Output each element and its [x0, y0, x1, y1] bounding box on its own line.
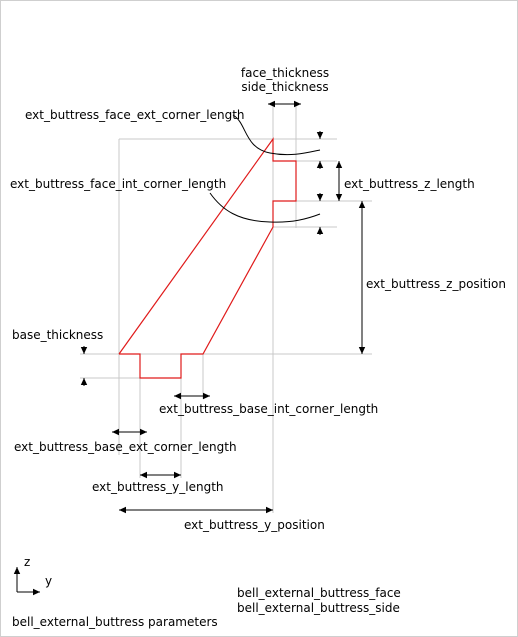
part-side-label: bell_external_buttress_side	[237, 601, 400, 615]
part-face-label: bell_external_buttress_face	[237, 586, 401, 600]
base-ext-corner-length-label: ext_buttress_base_ext_corner_length	[14, 440, 237, 454]
face-ext-corner-length-label: ext_buttress_face_ext_corner_length	[25, 108, 245, 122]
y-length-label: ext_buttress_y_length	[92, 480, 224, 494]
axis-indicator	[13, 567, 40, 596]
z-position-label: ext_buttress_z_position	[366, 277, 506, 291]
z-length-label: ext_buttress_z_length	[344, 177, 475, 191]
dimension-arrows	[80, 100, 366, 514]
z-axis-label: z	[24, 555, 30, 569]
face-int-corner-leader	[209, 192, 321, 223]
base-thickness-label: base_thickness	[12, 328, 103, 342]
y-position-label: ext_buttress_y_position	[184, 518, 325, 532]
buttress-outline	[118, 137, 297, 379]
diagram-title: bell_external_buttress parameters	[12, 615, 218, 629]
side-thickness-label: side_thickness	[241, 80, 328, 94]
face-ext-corner-leader	[232, 114, 321, 156]
face-int-corner-length-label: ext_buttress_face_int_corner_length	[10, 177, 226, 191]
face-thickness-label: face_thickness	[241, 66, 329, 80]
y-axis-label: y	[45, 574, 52, 588]
base-int-corner-length-label: ext_buttress_base_int_corner_length	[159, 402, 378, 416]
